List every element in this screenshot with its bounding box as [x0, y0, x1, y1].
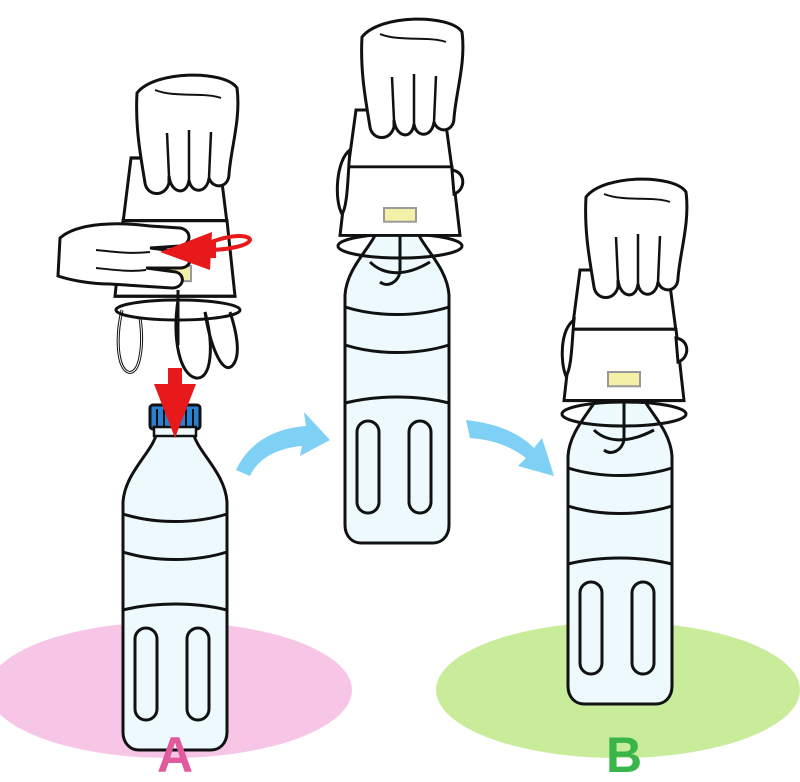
hand-fingers-right-middle	[450, 168, 465, 197]
scene-b	[560, 177, 689, 706]
blue-curved-arrow-icon-2	[466, 420, 554, 476]
hand-side-a	[56, 222, 192, 290]
bottle-b	[566, 384, 674, 706]
red-rotate-arrow-icon	[160, 232, 253, 270]
scene-middle	[335, 17, 465, 545]
hand-top-b	[584, 177, 689, 300]
label-a: A	[157, 727, 193, 782]
scene-a	[56, 73, 253, 752]
hand-fingers-right-b	[674, 336, 689, 365]
hand-top-middle	[360, 17, 465, 140]
hand-fingers-left-b	[560, 316, 576, 379]
red-down-arrow-icon	[154, 368, 196, 438]
bottle-a	[121, 430, 229, 752]
hand-fingers-left-middle	[335, 146, 352, 217]
blue-curved-arrow-icon	[236, 412, 330, 476]
label-b: B	[606, 727, 642, 782]
hand-top-a	[135, 73, 240, 196]
string-loops-a	[114, 298, 242, 380]
